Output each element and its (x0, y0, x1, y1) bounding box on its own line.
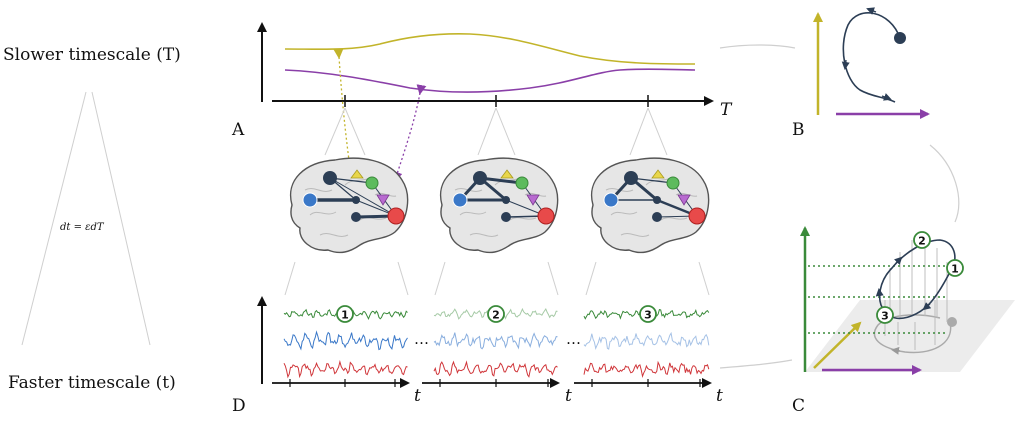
ellipsis-2: … (566, 330, 581, 348)
panel-c-trajectory (878, 239, 956, 320)
axis-label-t-2: t (565, 386, 572, 406)
signal-red-2 (433, 360, 558, 378)
slow-variable-olive-curve (284, 33, 696, 65)
slower-timescale-label: Slower timescale (T) (3, 45, 181, 65)
timescale-wedge (21, 91, 151, 346)
slow-variable-purple-curve (284, 68, 696, 93)
panel-b-trajectory (842, 12, 901, 103)
time-series-waves (283, 307, 710, 379)
state-badge-1: 1 (341, 309, 349, 322)
connector-arcs (719, 44, 960, 369)
faster-timescale-label: Faster timescale (t) (8, 373, 176, 393)
signal-blue-3 (583, 331, 710, 350)
axis-label-t-3: t (716, 386, 723, 406)
panel-label-b: B (792, 120, 805, 140)
zoom-lines-d (284, 261, 710, 296)
panel-b-current-state (894, 32, 906, 44)
brain-state-3 (590, 157, 710, 254)
signal-blue-2 (433, 332, 558, 350)
panel-b-phase-plot (813, 7, 930, 119)
state-badge-2: 2 (492, 309, 500, 322)
state-badges-c: 2 1 3 (876, 231, 964, 324)
ellipsis-1: … (414, 330, 429, 348)
axis-label-t-1: t (414, 386, 421, 406)
panel-label-d: D (232, 396, 246, 416)
panel-label-a: A (232, 120, 245, 140)
olive-coupling-arrow (333, 48, 354, 170)
purple-coupling-arrow (392, 84, 427, 182)
panel-d-fast-plot: 1 2 3 (257, 296, 712, 388)
panel-c-y-axis (813, 321, 862, 369)
panel-c-shadow-loop (873, 314, 952, 354)
brain-state-1 (289, 157, 409, 254)
zoom-lines-a (324, 107, 668, 156)
state-badge-3: 3 (644, 309, 652, 322)
panel-c-plane (805, 300, 1015, 372)
panel-c-state-space: 2 1 3 (800, 226, 1015, 375)
state-space-badge-2: 2 (918, 235, 926, 248)
signal-red-1 (283, 359, 408, 379)
state-badges-d: 1 2 3 (336, 305, 657, 323)
signal-blue-1 (283, 330, 408, 351)
state-space-badge-3: 3 (881, 310, 889, 323)
timescale-equation: dt = εdT (60, 222, 104, 233)
brain-state-2 (439, 157, 559, 254)
panel-label-c: C (792, 396, 806, 416)
signal-red-3 (583, 360, 710, 378)
axis-label-slow-T: T (720, 100, 732, 120)
panel-a-slow-plot (257, 22, 714, 182)
state-space-badge-1: 1 (951, 263, 959, 276)
